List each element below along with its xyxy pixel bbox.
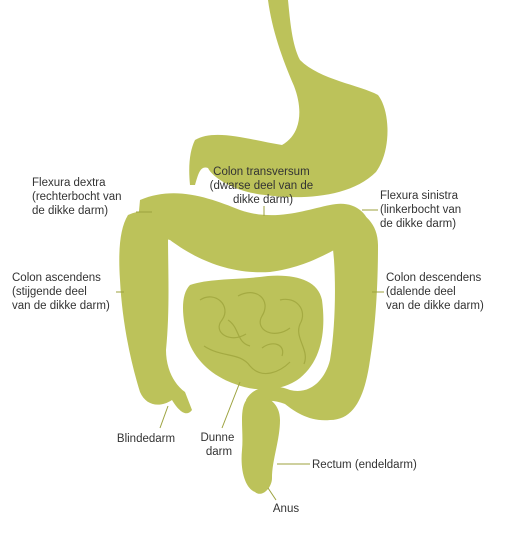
small-intestine: [183, 275, 324, 390]
label-flexura-sinistra: Flexura sinistra (linkerbocht van de dik…: [380, 190, 464, 230]
label-colon-descendens: Colon descendens (dalende deel van de di…: [386, 272, 484, 312]
label-blindedarm: Blindedarm: [117, 433, 175, 445]
large-intestine: [119, 193, 378, 494]
leader-anus: [267, 487, 277, 501]
stomach: [189, 0, 388, 198]
label-dunne-darm: Dunne darm: [200, 432, 237, 458]
leader-lines: [116, 206, 384, 501]
label-colon-ascendens: Colon ascendens (stijgende deel van de d…: [12, 272, 110, 312]
leader-dunne-darm: [221, 381, 241, 429]
colon-transversum-shape: [138, 193, 372, 273]
rectum-shape: [241, 396, 280, 494]
label-anus: Anus: [273, 503, 299, 515]
colon-descendens-shape: [246, 210, 378, 421]
colon-ascendens-shape: [119, 211, 192, 414]
leader-blindedarm: [159, 405, 169, 429]
label-rectum: Rectum (endeldarm): [312, 459, 417, 471]
label-flexura-dextra: Flexura dextra (rechterbocht van de dikk…: [32, 177, 125, 217]
label-colon-transversum: Colon transversum (dwarse deel van de di…: [210, 166, 317, 206]
